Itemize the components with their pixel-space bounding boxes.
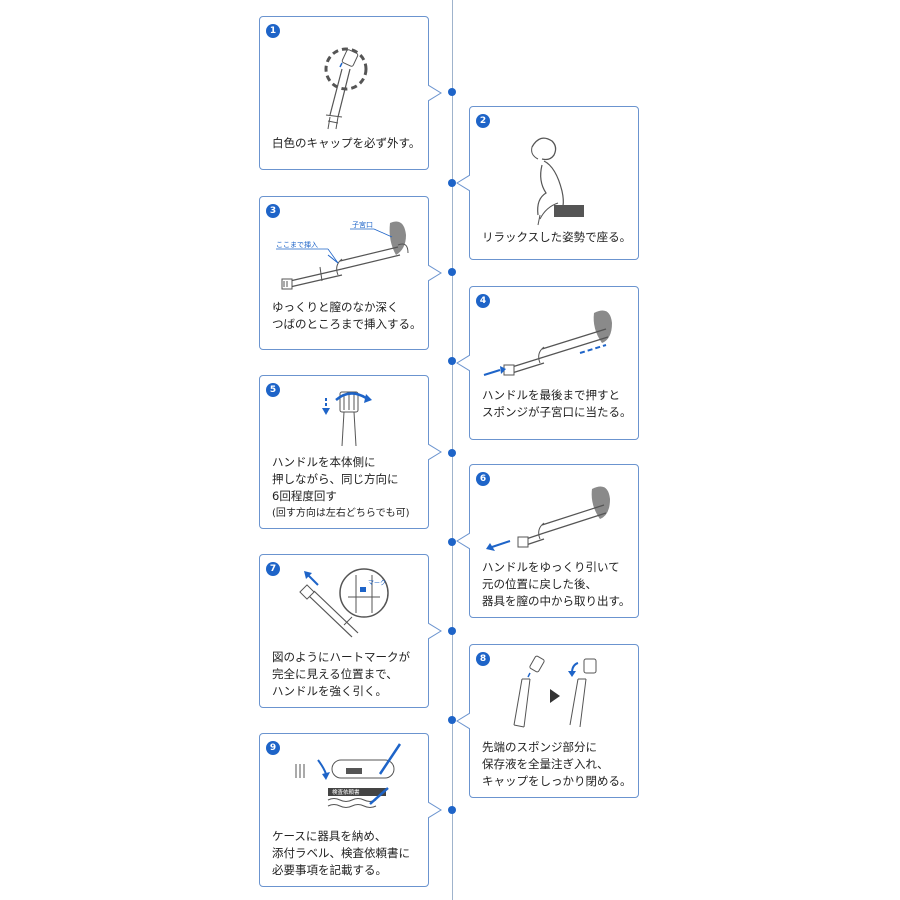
step-text-line: リラックスした姿勢で座る。 <box>482 230 632 244</box>
heart-mark-zoom-illustration: マーク <box>299 568 389 638</box>
step-card-2: 2 リラックスした姿勢で座る。 <box>456 106 639 260</box>
card-pointer <box>428 444 442 460</box>
step-text-line: 先端のスポンジ部分に <box>482 740 597 754</box>
step-text-line: ハンドルを最後まで押すと <box>482 388 620 402</box>
step-text-line: ゆっくりと膣のなか深く <box>272 300 399 314</box>
step-text-line: キャップをしっかり閉める。 <box>482 774 632 788</box>
step-text-line: 図のようにハートマークが <box>272 650 410 664</box>
push-handle-illustration <box>483 310 612 376</box>
timeline-dot <box>448 357 456 365</box>
step-card-6: 6 ハンドルをゆっくり引いて 元の位置に戻した後、 器具を膣の中から取り出す。 <box>456 464 639 618</box>
step-number-badge: 2 <box>476 114 490 128</box>
step-number-badge: 3 <box>266 204 280 218</box>
card-pointer <box>428 265 442 281</box>
card-pointer <box>456 533 470 549</box>
step-text-line: ハンドルを強く引く。 <box>272 684 387 698</box>
card-pointer <box>456 355 470 371</box>
timeline-dot <box>448 179 456 187</box>
step-number-badge: 9 <box>266 741 280 755</box>
card-pointer <box>456 713 470 729</box>
timeline-dot <box>448 88 456 96</box>
case-and-form-illustration: 検査依頼書 <box>295 743 402 808</box>
step-card-5: 5 ハンドルを本体側に 押しながら、同じ方向に 6回程度回す (回す方向は左右ど… <box>259 375 442 529</box>
card-pointer <box>428 623 442 639</box>
rotate-handle-illustration <box>322 391 372 447</box>
step-text-line: ハンドルをゆっくり引いて <box>482 560 620 574</box>
step-number-badge: 7 <box>266 562 280 576</box>
timeline-dot <box>448 449 456 457</box>
step-text-line: 押しながら、同じ方向に <box>272 472 399 486</box>
step-text-line: ケースに器具を納め、 <box>272 829 387 843</box>
step-card-4: 4 ハンドルを最後まで押すと スポンジが子宮口に当たる。 <box>456 286 639 440</box>
step-text-line: スポンジが子宮口に当たる。 <box>482 405 632 419</box>
tube-cap-removal-illustration <box>324 47 368 130</box>
label-insert-to: ここまで挿入 <box>276 240 318 249</box>
step-note: (回す方向は左右どちらでも可) <box>272 508 410 519</box>
timeline-dot <box>448 716 456 724</box>
step-text-line: 6回程度回す <box>272 489 337 503</box>
step-card-8: 8 先端のスポンジ部分に 保存液を全量注ぎ入れ、 キャップをしっかり閉める。 <box>456 644 639 798</box>
label-mark: マーク <box>368 580 386 587</box>
step-text-line: 必要事項を記載する。 <box>272 863 387 877</box>
step-card-3: 3 ここまで挿入 子宮口 ゆっくりと膣のなか深く つばのところまで挿入する。 <box>259 196 442 350</box>
step-number-badge: 6 <box>476 472 490 486</box>
card-pointer <box>428 802 442 818</box>
step-text-line: 保存液を全量注ぎ入れ、 <box>482 757 609 771</box>
insertion-diagram-illustration: ここまで挿入 子宮口 <box>276 220 409 290</box>
timeline-dot <box>448 627 456 635</box>
label-form: 検査依頼書 <box>332 788 360 796</box>
seated-woman-illustration <box>531 137 584 226</box>
step-number-badge: 8 <box>476 652 490 666</box>
step-text-line: つばのところまで挿入する。 <box>272 317 422 331</box>
step-text-line: 完全に見える位置まで、 <box>272 667 398 681</box>
step-text-line: 白色のキャップを必ず外す。 <box>272 136 421 150</box>
timeline-dot <box>448 538 456 546</box>
card-pointer <box>428 85 442 101</box>
step-card-1: 1 白色のキャップを必ず外す。 <box>259 16 442 170</box>
pour-solution-illustration <box>513 655 597 728</box>
card-pointer <box>456 175 470 191</box>
step-card-7: 7 マーク 図のようにハートマークが 完全に見える位置まで、 ハンドルを強く引く… <box>259 554 442 708</box>
step-number-badge: 5 <box>266 383 280 397</box>
step-text-line: 器具を膣の中から取り出す。 <box>482 594 631 608</box>
timeline-dot <box>448 806 456 814</box>
step-number-badge: 4 <box>476 294 490 308</box>
step-card-9: 9 検査依頼書 ケースに器具を納め、 添付ラベル、検査依頼書に 必要事項を記載す… <box>259 733 442 887</box>
timeline-dot <box>448 268 456 276</box>
step-text-line: 元の位置に戻した後、 <box>482 577 597 591</box>
step-text-line: 添付ラベル、検査依頼書に <box>272 846 410 860</box>
step-text-line: ハンドルを本体側に <box>272 455 376 469</box>
step-number-badge: 1 <box>266 24 280 38</box>
pull-handle-illustration <box>486 486 610 551</box>
label-cervix: 子宮口 <box>352 220 373 229</box>
